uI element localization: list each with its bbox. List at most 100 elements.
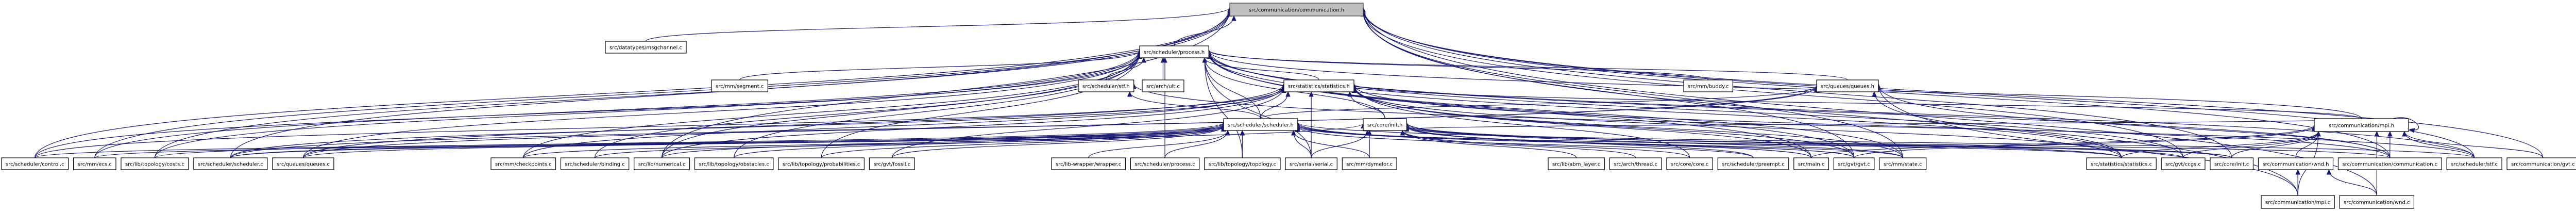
dependency-edge — [1204, 57, 1319, 80]
dependency-edge — [1208, 51, 1848, 80]
dependency-edge — [1204, 57, 1243, 158]
dependency-edge — [1349, 91, 1385, 119]
dependency-edge — [302, 84, 1284, 158]
graph-node[interactable]: src/communication/gvt.c — [2506, 157, 2576, 170]
graph-node[interactable]: src/mm/segment.c — [711, 79, 768, 92]
dependency-edge — [1208, 54, 2122, 158]
graph-node[interactable]: src/main.c — [1793, 157, 1829, 170]
dependency-edge — [662, 122, 1224, 158]
node-label: src/gvt/ccgs.c — [2165, 162, 2201, 168]
node-label: src/mm/ecs.c — [78, 162, 112, 168]
node-label: src/scheduler/control.c — [6, 162, 64, 168]
node-label: src/lib-wrapper/wrapper.c — [1056, 162, 1121, 168]
node-label: src/statistics/statistics.c — [2091, 162, 2152, 168]
node-label: src/communication/mpi.h — [2329, 123, 2394, 129]
graph-node[interactable]: src/communication/communication.c — [2337, 157, 2442, 170]
graph-node[interactable]: src/communication/wnd.c — [2339, 195, 2415, 209]
graph-node[interactable]: src/scheduler/control.c — [1, 157, 69, 170]
dependency-edge — [2393, 117, 2419, 131]
arrowhead-icon — [1162, 57, 1167, 63]
dependency-edge — [662, 86, 1284, 158]
arrowhead-icon — [1291, 129, 1296, 136]
graph-node-root[interactable]: src/communication/communication.h — [1229, 3, 1364, 17]
dependency-edge — [1204, 57, 1261, 119]
graph-node[interactable]: src/lib/topology/probabilities.c — [778, 157, 865, 170]
dependency-edge — [1208, 52, 2391, 158]
graph-node[interactable]: src/datatypes/msgchannel.c — [605, 41, 687, 54]
dependency-edge — [1297, 126, 1754, 158]
arrowhead-icon — [1347, 91, 1352, 97]
graph-node[interactable]: src/lib/abm_layer.c — [1548, 157, 1605, 170]
graph-node[interactable]: src/core/init.c — [2210, 157, 2254, 170]
graph-node[interactable]: src/core/core.c — [1666, 157, 1713, 170]
node-label: src/queues/queues.c — [277, 162, 330, 168]
arrowhead-icon — [1285, 91, 1291, 97]
graph-node[interactable]: src/lib/numerical.c — [634, 157, 690, 170]
arrowhead-icon — [1309, 91, 1314, 97]
graph-node[interactable]: src/arch/thread.c — [1609, 157, 1662, 170]
dependency-edge — [230, 88, 1284, 158]
edge-layer — [35, 7, 2544, 196]
graph-node[interactable]: src/lib/topology/costs.c — [121, 157, 189, 170]
node-label: src/scheduler/binding.c — [565, 162, 625, 168]
arrowhead-icon — [2402, 131, 2407, 137]
dependency-edge — [1311, 130, 1368, 158]
graph-node[interactable]: src/communication/mpi.h — [2314, 118, 2409, 132]
arrowhead-icon — [1872, 91, 1877, 97]
graph-node[interactable]: src/communication/mpi.c — [2261, 195, 2335, 209]
graph-node[interactable]: src/serial/serial.c — [1285, 157, 1337, 170]
graph-node[interactable]: src/gvt/gvt.c — [1833, 157, 1875, 170]
graph-node[interactable]: src/scheduler/process.c — [1130, 157, 1200, 170]
graph-node[interactable]: src/scheduler/stf.h — [1078, 79, 1134, 92]
graph-node[interactable]: src/mm/state.c — [1879, 157, 1927, 170]
graph-node[interactable]: src/lib/topology/obstacles.c — [694, 157, 774, 170]
graph-node[interactable]: src/lib/topology/topology.c — [1204, 157, 1281, 170]
node-label: src/mm/segment.c — [716, 84, 764, 90]
graph-node[interactable]: src/statistics/statistics.h — [1283, 79, 1354, 92]
node-label: src/arch/ult.c — [1146, 84, 1180, 90]
dependency-edge — [1208, 51, 2362, 119]
node-label: src/scheduler/preempt.c — [1722, 162, 1785, 168]
graph-node[interactable]: src/statistics/statistics.c — [2086, 157, 2157, 170]
graph-node[interactable]: src/mm/ecs.c — [73, 157, 116, 170]
node-label: src/mm/checkpoints.c — [495, 162, 552, 168]
arrowhead-icon — [1127, 91, 1132, 97]
arrowhead-icon — [2326, 169, 2332, 175]
graph-node[interactable]: src/arch/ult.c — [1142, 79, 1184, 92]
node-label: src/datatypes/msgchannel.c — [609, 45, 682, 51]
dependency-edge — [1204, 57, 1312, 158]
arrowhead-icon — [1202, 57, 1207, 63]
graph-node[interactable]: src/queues/queues.c — [272, 157, 334, 170]
graph-node[interactable]: src/communication/wnd.h — [2258, 157, 2334, 170]
arrowhead-icon — [1141, 57, 1146, 63]
graph-node[interactable]: src/scheduler/stf.c — [2446, 157, 2502, 170]
dependency-edge — [1406, 126, 1855, 158]
graph-node[interactable]: src/scheduler/preempt.c — [1717, 157, 1789, 170]
graph-node[interactable]: src/mm/buddy.c — [1683, 79, 1733, 92]
dependency-edge — [1164, 130, 1228, 158]
graph-node[interactable]: src/mm/checkpoints.c — [490, 157, 556, 170]
graph-node[interactable]: src/mm/dymelor.c — [1342, 157, 1397, 170]
graph-node[interactable]: src/scheduler/process.h — [1139, 45, 1209, 58]
dependency-edge — [2182, 131, 2319, 158]
dependency-edge — [891, 125, 1224, 158]
graph-node[interactable]: src/core/init.h — [1363, 118, 1407, 131]
dependency-edge — [1402, 130, 1690, 158]
graph-node[interactable]: src/lib-wrapper/wrapper.c — [1051, 157, 1126, 170]
node-label: src/communication/wnd.h — [2262, 162, 2329, 168]
arrowhead-icon — [1231, 15, 1236, 21]
dependency-edge — [1878, 85, 2391, 158]
dependency-edge — [2404, 131, 2544, 158]
graph-node[interactable]: src/queues/queues.h — [1816, 79, 1879, 92]
dependency-edge — [2328, 169, 2377, 196]
graph-node[interactable]: src/gvt/ccgs.c — [2161, 157, 2206, 170]
graph-node[interactable]: src/gvt/fossil.c — [869, 157, 915, 170]
dependency-edge — [1293, 130, 1312, 158]
graph-node[interactable]: src/scheduler/scheduler.h — [1223, 118, 1298, 131]
graph-node[interactable]: src/scheduler/binding.c — [560, 157, 630, 170]
dependency-edge — [739, 51, 1140, 80]
dependency-edge — [1297, 122, 2475, 158]
dependency-edge — [1874, 91, 2122, 158]
graph-node[interactable]: src/scheduler/scheduler.c — [193, 157, 268, 170]
